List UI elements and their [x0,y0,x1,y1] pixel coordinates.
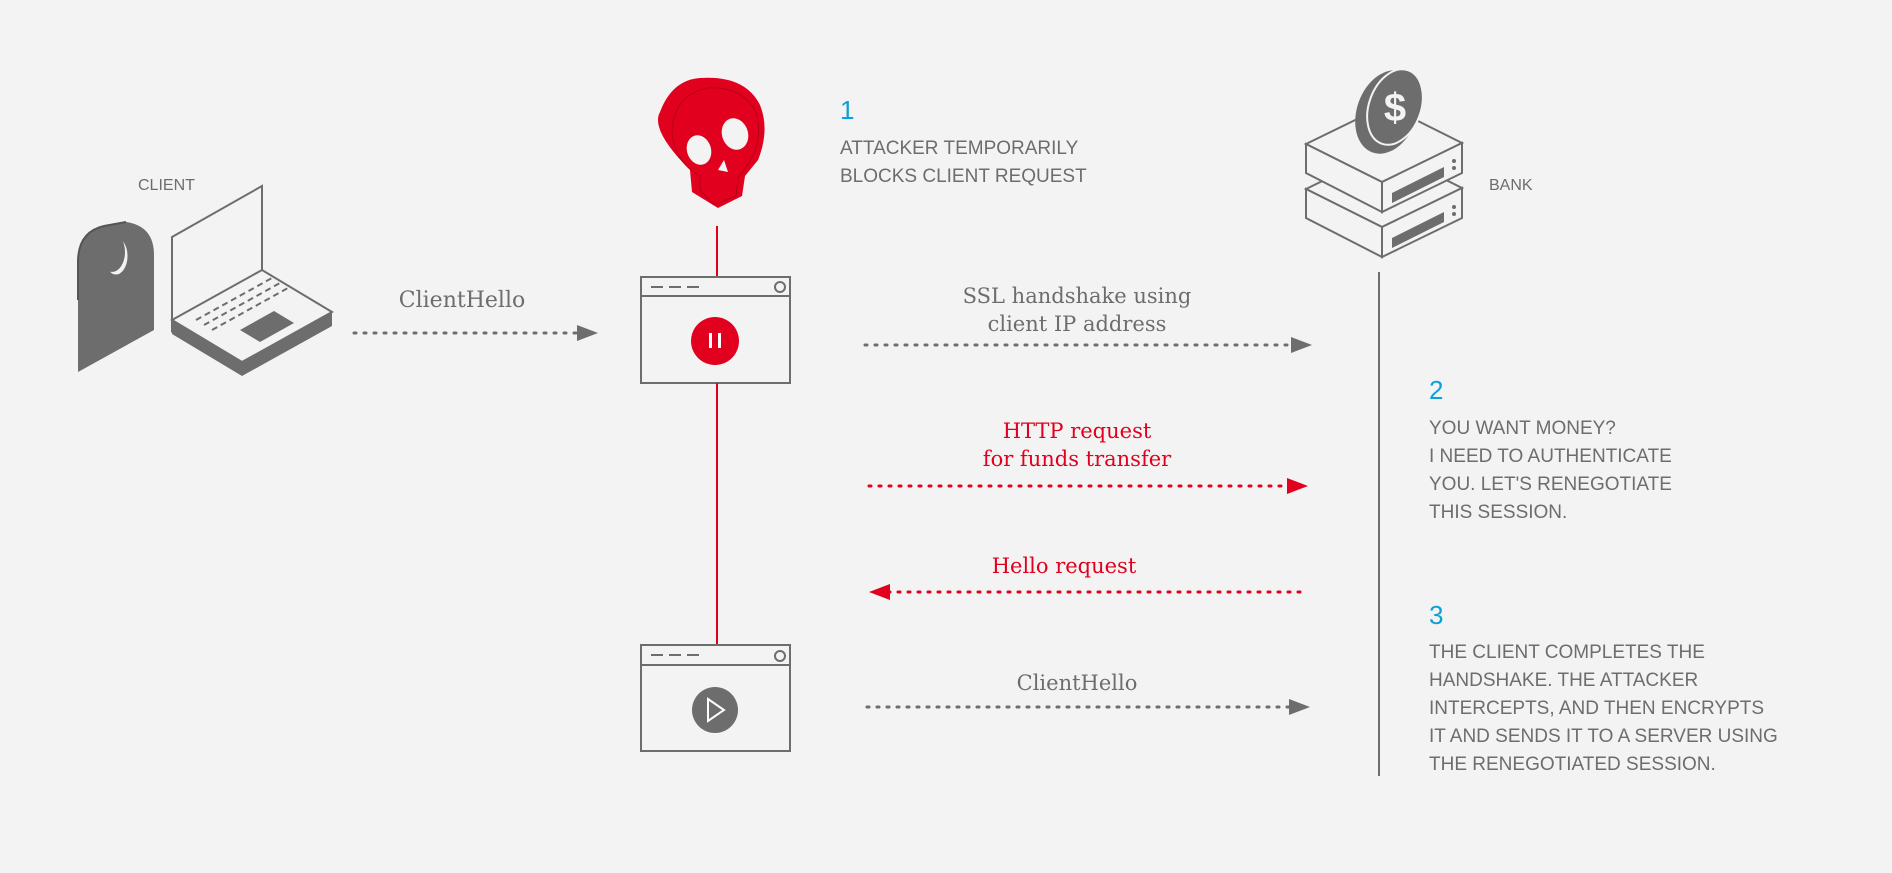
step-text-line: YOU WANT MONEY? [1429,418,1616,439]
arrow-head-right [1287,478,1308,494]
message-hello-request: Hello request [869,554,1308,600]
step-text-line: THIS SESSION. [1429,502,1567,523]
step-text-line: BLOCKS CLIENT REQUEST [840,166,1087,187]
step-text-line: INTERCEPTS, AND THEN ENCRYPTS [1429,698,1764,719]
arrow-head-right [577,325,598,341]
message-label: HTTP request [1003,419,1152,443]
message-client-hello-2: ClientHello [865,671,1310,715]
skull-icon [658,77,765,209]
step-text-line: I NEED TO AUTHENTICATE [1429,446,1672,467]
client-group: CLIENT [77,177,334,376]
step-text-line: THE RENEGOTIATED SESSION. [1429,754,1716,775]
step-number: 2 [1429,375,1443,405]
step-text-line: YOU. LET'S RENEGOTIATE [1429,474,1672,495]
message-http-request: HTTP request for funds transfer [867,419,1308,494]
person-icon [77,221,154,372]
message-ssl-handshake: SSL handshake using client IP address [863,284,1312,353]
step-text-line: HANDSHAKE. THE ATTACKER [1429,670,1698,691]
client-label: CLIENT [138,177,195,194]
message-label: for funds transfer [983,447,1172,471]
arrow-head-left [869,584,890,600]
pause-icon[interactable] [691,317,739,365]
arrow-head-right [1291,337,1312,353]
step-number: 1 [840,95,854,125]
step-3: 3 THE CLIENT COMPLETES THE HANDSHAKE. TH… [1429,600,1778,775]
message-label: ClientHello [1017,671,1138,695]
browser-window-play [640,644,791,752]
dollar-coin-icon: $ [1355,68,1424,154]
message-label: SSL handshake using [963,284,1192,308]
laptop-icon [170,184,334,376]
message-label: Hello request [992,554,1137,578]
step-text-line: THE CLIENT COMPLETES THE [1429,642,1705,663]
play-icon[interactable] [692,687,738,733]
step-text-line: ATTACKER TEMPORARILY [840,138,1079,159]
step-2: 2 YOU WANT MONEY? I NEED TO AUTHENTICATE… [1429,375,1672,523]
attacker-group [640,77,791,752]
arrow-head-right [1289,699,1310,715]
step-1: 1 ATTACKER TEMPORARILY BLOCKS CLIENT REQ… [840,95,1087,187]
svg-text:$: $ [1384,86,1406,130]
step-text-line: IT AND SENDS IT TO A SERVER USING [1429,726,1778,747]
browser-window-paused [640,276,791,384]
bank-group: $ BANK [1303,68,1533,776]
bank-label: BANK [1489,177,1533,194]
step-number: 3 [1429,600,1443,630]
message-client-hello-1: ClientHello [352,288,598,341]
message-label: client IP address [988,312,1167,336]
message-label: ClientHello [399,288,525,313]
